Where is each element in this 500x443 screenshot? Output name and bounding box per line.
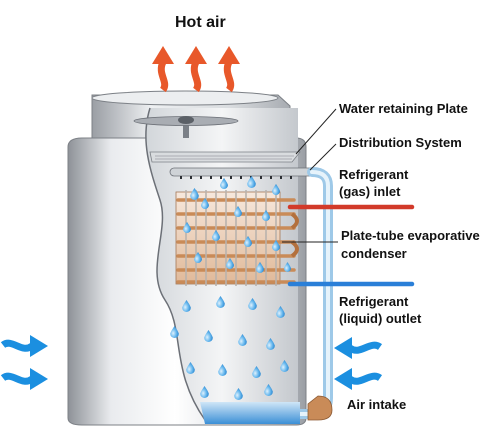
hot-air-arrow-icon bbox=[185, 46, 207, 93]
air-intake-arrow-icon bbox=[0, 335, 48, 357]
gas-inlet-label-line2: (gas) inlet bbox=[339, 184, 401, 199]
air-intake-arrows-left bbox=[0, 335, 48, 390]
fan-icon bbox=[133, 116, 239, 138]
water-retaining-plate-label: Water retaining Plate bbox=[339, 101, 468, 116]
hot-air-arrows bbox=[152, 46, 240, 93]
hot-air-label: Hot air bbox=[175, 14, 226, 31]
condenser-coil bbox=[175, 190, 299, 286]
air-intake-arrow-icon bbox=[334, 368, 383, 390]
water-retaining-plate bbox=[149, 151, 301, 163]
hot-air-arrow-icon bbox=[218, 46, 240, 93]
air-intake-arrow-icon bbox=[0, 368, 48, 390]
condenser-label-line1: Plate-tube evaporative bbox=[341, 228, 480, 243]
water-basin bbox=[200, 402, 300, 424]
liquid-outlet-label-line2: (liquid) outlet bbox=[339, 311, 422, 326]
air-intake-arrows-right bbox=[334, 337, 383, 390]
distribution-system-label: Distribution System bbox=[339, 135, 462, 150]
air-intake-label: Air intake bbox=[347, 397, 407, 412]
liquid-outlet-label-line1: Refrigerant bbox=[339, 294, 409, 309]
gas-inlet-label-line1: Refrigerant bbox=[339, 167, 409, 182]
hot-air-arrow-icon bbox=[152, 46, 174, 93]
cutaway-edge bbox=[145, 107, 206, 421]
pump-elbow bbox=[307, 395, 333, 421]
air-intake-arrow-icon bbox=[334, 337, 383, 359]
leader-lines bbox=[282, 108, 338, 243]
condenser-label-line2: condenser bbox=[341, 246, 407, 261]
